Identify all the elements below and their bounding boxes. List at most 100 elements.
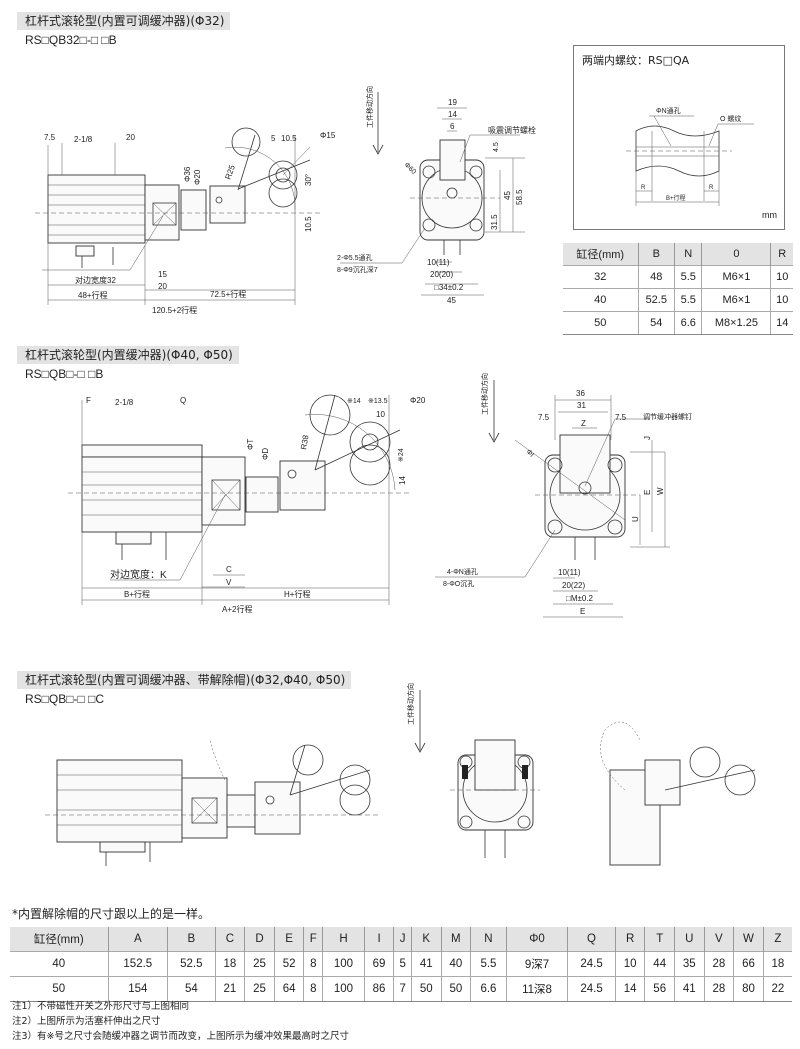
table-cell: 25 bbox=[244, 976, 275, 1002]
note-3: 注3）有※号之尺寸会随缓冲器之调节而改变，上图所示为缓冲效果最高时之尺寸 bbox=[12, 1031, 350, 1042]
hole-label: 2-Φ5.5通孔 bbox=[337, 253, 373, 262]
dim-label: 72.5+行程 bbox=[210, 289, 246, 299]
header-cell: A bbox=[108, 927, 169, 952]
table-cell: M8×1.25 bbox=[701, 311, 772, 335]
section1-model: RS□QB32□-□ □B bbox=[25, 33, 117, 47]
dim-label: ΦI bbox=[525, 448, 535, 458]
header-cell: F bbox=[303, 927, 324, 952]
table-cell: 50 bbox=[441, 976, 472, 1002]
table-cell: 50 bbox=[10, 976, 109, 1002]
table-cell: 28 bbox=[704, 951, 735, 977]
dim-label: B+行程 bbox=[124, 589, 150, 599]
table-cell: 9深7 bbox=[506, 951, 569, 977]
header-cell: N bbox=[674, 243, 703, 266]
dim-label: 120.5+2行程 bbox=[152, 305, 197, 315]
dim-label: 7.5 bbox=[615, 413, 627, 422]
table-cell: 18 bbox=[215, 951, 246, 977]
header-cell: 缸径(mm) bbox=[10, 927, 109, 952]
dim-label: 14 bbox=[398, 476, 407, 485]
hole-label: 8-Φ9沉孔深7 bbox=[337, 265, 378, 274]
r-label: R bbox=[641, 185, 646, 191]
dim-label: E bbox=[580, 607, 585, 616]
dim-label: V bbox=[226, 578, 232, 587]
dim-label: C bbox=[226, 565, 232, 574]
table-cell: 40 bbox=[10, 951, 109, 977]
inset-drawing: ΦN通孔 O 螺纹 R R B+行程 mm bbox=[626, 106, 777, 220]
dim-label: 45 bbox=[447, 296, 456, 305]
dim-label: R25 bbox=[223, 163, 237, 180]
dim-label: 20 bbox=[158, 282, 167, 291]
section1-side-view: 7.5 2-1/8 20 Φ36 Φ20 R25 5 10.5 Φ15 30° … bbox=[35, 127, 336, 315]
table-cell: 8 bbox=[303, 976, 324, 1002]
table-cell: 41 bbox=[411, 951, 442, 977]
dim-label: Φ15 bbox=[320, 131, 336, 140]
dim-label: ΦD bbox=[261, 448, 270, 460]
dim-label: □M±0.2 bbox=[566, 594, 594, 603]
dim-label: 30° bbox=[304, 174, 313, 186]
dim-label: ΦT bbox=[246, 439, 255, 450]
dim-label: Q bbox=[180, 396, 186, 405]
dim-label: 14 bbox=[448, 110, 457, 119]
header-cell: C bbox=[215, 927, 246, 952]
table-cell: 14 bbox=[770, 311, 793, 335]
table-cell: 100 bbox=[322, 951, 365, 977]
header-cell: Q bbox=[567, 927, 616, 952]
section3-title: 杠杆式滚轮型(内置可调缓冲器、带解除帽)(Φ32,Φ40, Φ50) bbox=[17, 671, 352, 689]
table-cell: 8 bbox=[303, 951, 324, 977]
table-cell: 25 bbox=[244, 951, 275, 977]
section2-side-view: F 2-1/8 Q ΦT ΦD R38 ※14 ※13.5 10 Φ20 ※24… bbox=[68, 394, 426, 614]
dim-label: Φ20 bbox=[410, 396, 426, 405]
table-cell: 41 bbox=[674, 976, 705, 1002]
table-cell: 28 bbox=[704, 976, 735, 1002]
dim-label: W bbox=[656, 487, 665, 495]
header-cell: T bbox=[644, 927, 675, 952]
section3-right-view bbox=[600, 721, 756, 866]
table-cell: 32 bbox=[563, 265, 639, 289]
dim-label: F bbox=[86, 396, 91, 405]
dim-label: Z bbox=[581, 419, 586, 428]
header-cell: B bbox=[638, 243, 676, 266]
dim-label: 19 bbox=[448, 98, 457, 107]
hole-label: ΦN通孔 bbox=[656, 106, 681, 115]
header-cell: V bbox=[704, 927, 735, 952]
header-cell: R bbox=[615, 927, 646, 952]
table-cell: M6×1 bbox=[701, 288, 772, 312]
dim-label: 6 bbox=[450, 122, 455, 131]
note-1: 注1）不带磁性开关之外形尺寸与上图相同 bbox=[12, 1001, 190, 1012]
table-cell: 64 bbox=[274, 976, 305, 1002]
table-cell: 56 bbox=[644, 976, 675, 1002]
table-cell: 11深8 bbox=[506, 976, 569, 1002]
header-cell: 0 bbox=[701, 243, 772, 266]
table-cell: 54 bbox=[638, 311, 676, 335]
header-cell: Φ0 bbox=[506, 927, 569, 952]
header-cell: H bbox=[322, 927, 365, 952]
section2-title: 杠杆式滚轮型(内置缓冲器)(Φ40, Φ50) bbox=[17, 346, 239, 364]
table-cell: 100 bbox=[322, 976, 365, 1002]
table-cell: 5.5 bbox=[674, 288, 703, 312]
header-cell: D bbox=[244, 927, 275, 952]
dim-label: 7.5 bbox=[44, 133, 56, 142]
dim-label: 45 bbox=[503, 191, 512, 200]
table-cell: 52.5 bbox=[167, 951, 216, 977]
table-cell: 6.6 bbox=[674, 311, 703, 335]
inset-title: 两端内螺纹：RS□QA bbox=[582, 54, 690, 67]
direction-label: 工件移动方向 bbox=[406, 683, 415, 725]
table-cell: 22 bbox=[763, 976, 792, 1002]
dim-label: 对边宽度32 bbox=[75, 275, 116, 285]
section3-front-view: 工件移动方向 bbox=[406, 683, 540, 858]
dim-label: 7.5 bbox=[538, 413, 550, 422]
adjust-screw-label: 调节缓冲器螺钉 bbox=[643, 412, 692, 421]
unit-label: mm bbox=[762, 210, 777, 220]
dim-label: 10.5 bbox=[304, 216, 313, 232]
header-cell: N bbox=[470, 927, 507, 952]
dim-label: 15 bbox=[158, 270, 167, 279]
dim-label: 10(11) bbox=[427, 258, 450, 267]
dim-label: U bbox=[631, 516, 640, 522]
table-cell: M6×1 bbox=[701, 265, 772, 289]
table-cell: 50 bbox=[411, 976, 442, 1002]
header-cell: J bbox=[393, 927, 412, 952]
table-cell: 154 bbox=[108, 976, 169, 1002]
